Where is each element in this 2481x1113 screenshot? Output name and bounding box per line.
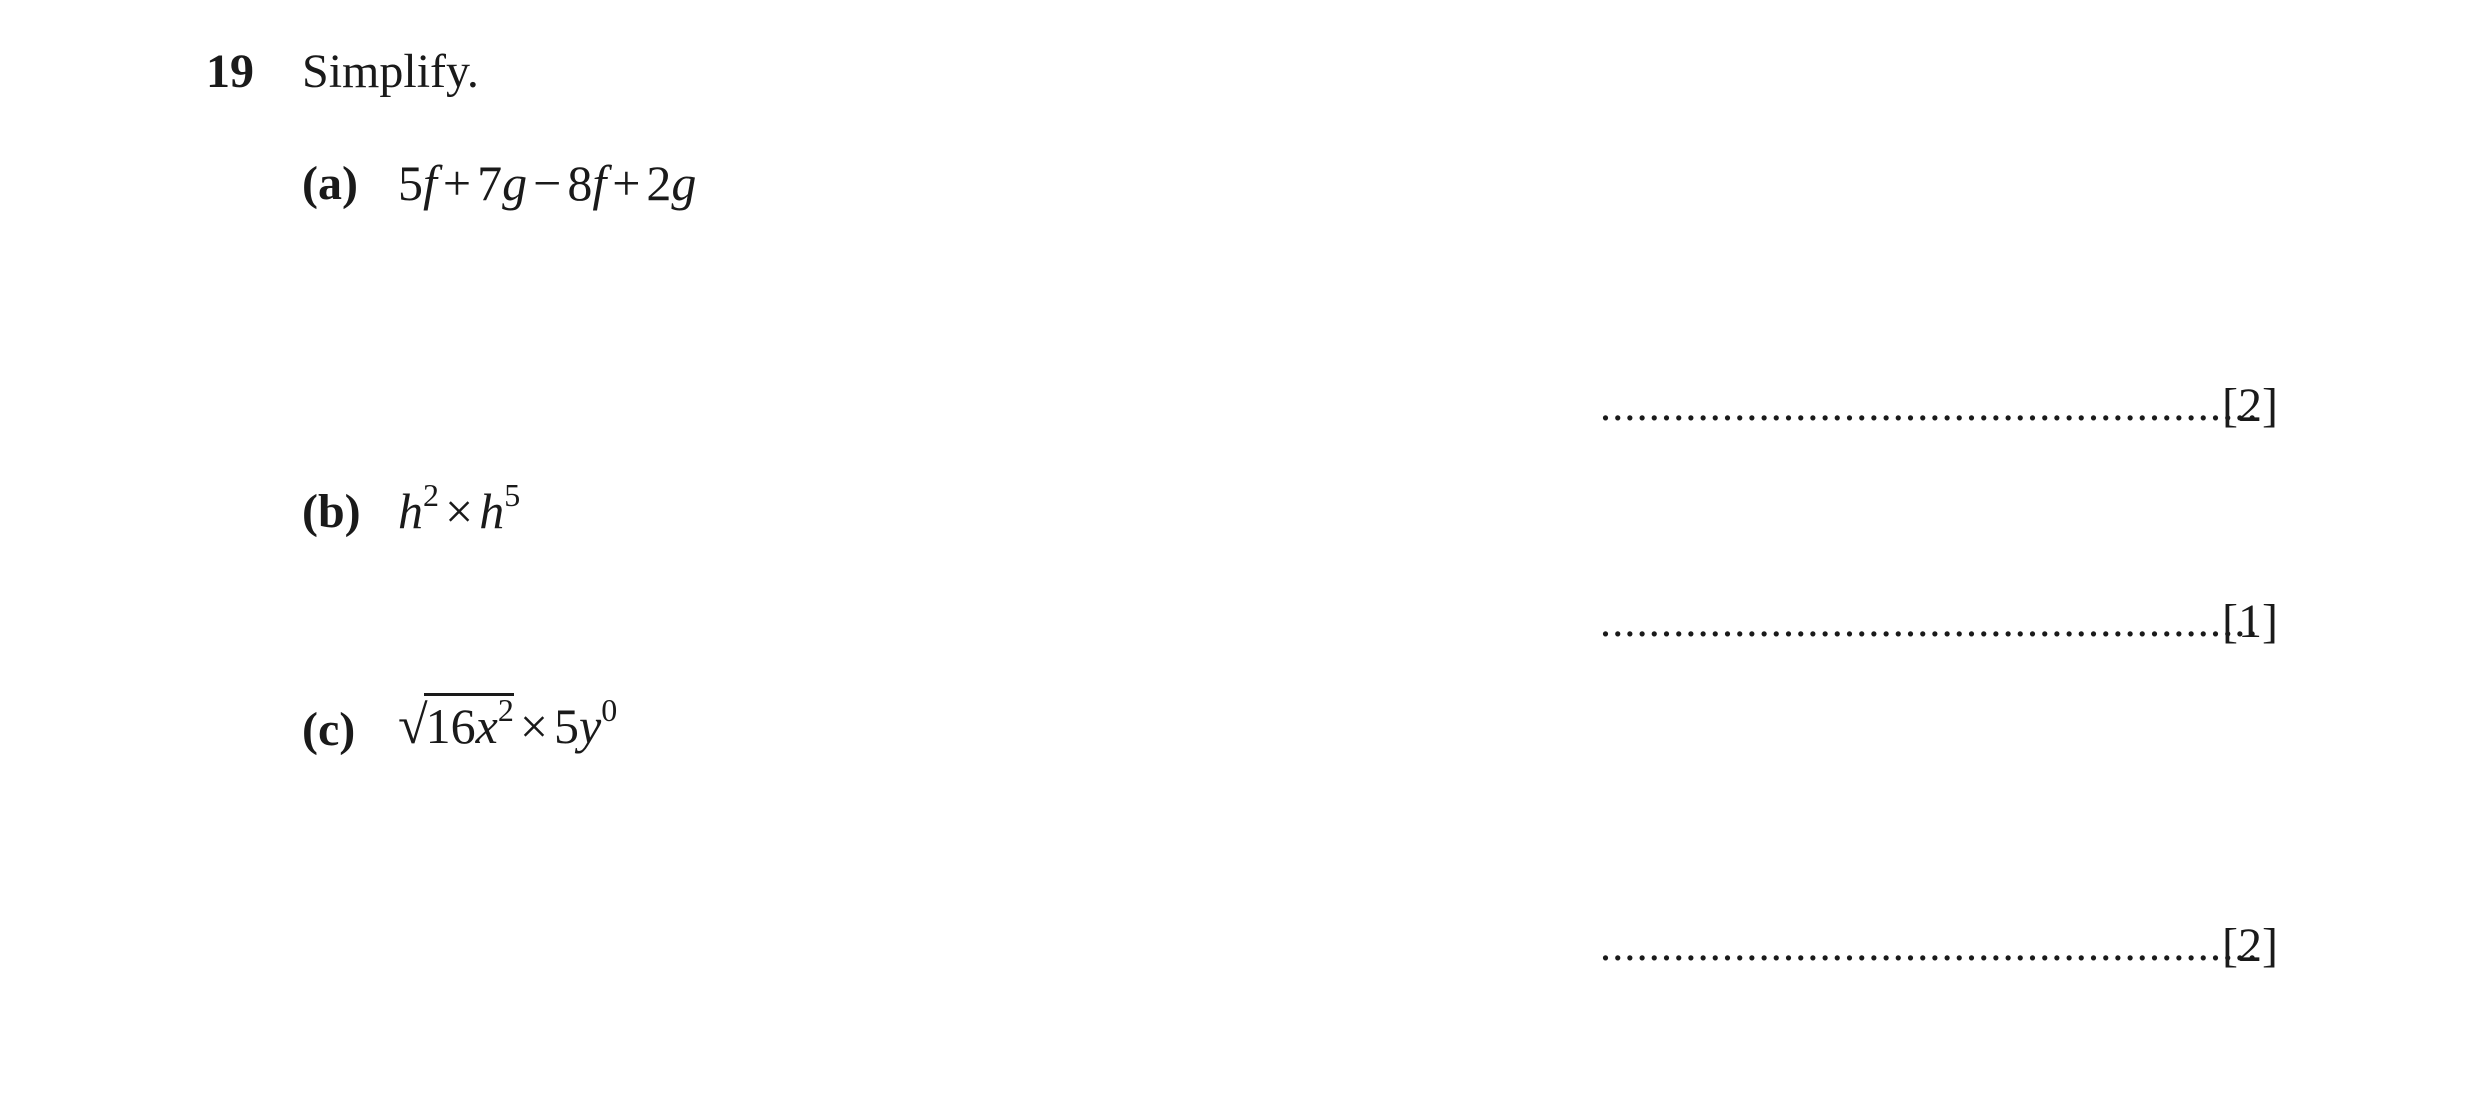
term: 8	[567, 155, 593, 211]
part-c-answer-line[interactable]: ........................................…	[1600, 921, 2259, 970]
exponent: 0	[601, 692, 618, 728]
question-number: 19	[206, 45, 254, 98]
exponent: 5	[504, 477, 521, 513]
part-b-label: (b)	[302, 485, 361, 538]
radical-sign: √	[398, 695, 428, 755]
variable: g	[502, 155, 528, 211]
exponent: 2	[423, 477, 439, 513]
term: 7	[477, 155, 503, 211]
term: 2	[646, 155, 672, 211]
variable: y	[579, 698, 602, 754]
operator: +	[442, 155, 472, 211]
variable: x	[475, 698, 498, 754]
part-b-marks: [1]	[2222, 595, 2278, 648]
variable: g	[671, 155, 697, 211]
question-instruction: Simplify.	[302, 45, 479, 98]
part-a-label: (a)	[302, 157, 358, 210]
part-a-answer-line[interactable]: ........................................…	[1600, 381, 2259, 430]
part-c-expression: √16x2×5y0	[398, 692, 618, 756]
square-root: √16x2	[398, 692, 514, 756]
variable: f	[592, 155, 607, 211]
part-a-marks: [2]	[2222, 379, 2278, 432]
coefficient: 5	[554, 698, 580, 754]
part-c-marks: [2]	[2222, 919, 2278, 972]
base: h	[398, 483, 423, 539]
operator: −	[533, 155, 562, 211]
exponent: 2	[497, 692, 514, 728]
part-c-label: (c)	[302, 703, 356, 756]
operator: ×	[445, 483, 474, 539]
variable: f	[423, 155, 437, 211]
operator: ×	[519, 698, 549, 754]
operator: +	[612, 155, 641, 211]
radicand: 16x2	[423, 692, 514, 754]
coefficient: 16	[425, 698, 476, 754]
part-a-expression: 5f+7g−8f+2g	[398, 154, 696, 212]
part-b-answer-line[interactable]: ........................................…	[1600, 597, 2259, 646]
base: h	[479, 483, 505, 539]
part-b-expression: h2×h5	[398, 477, 520, 540]
term: 5	[398, 155, 423, 211]
